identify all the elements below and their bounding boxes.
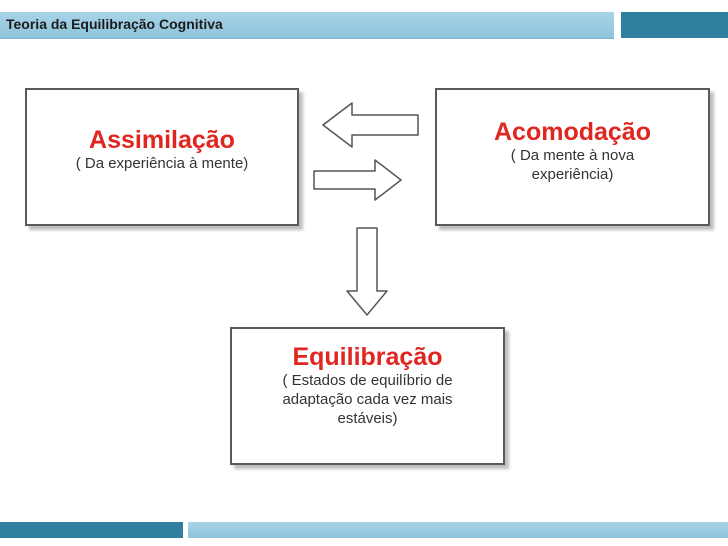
equilibracao-description-line-2: adaptação cada vez mais (282, 391, 453, 408)
assimilacao-heading: Assimilação (89, 126, 235, 154)
title-accent-bar (621, 12, 728, 38)
assimilacao-box: Assimilação ( Da experiência à mente) (25, 88, 299, 226)
assimilacao-description: ( Da experiência à mente) (75, 155, 249, 172)
acomodacao-description-line-1: ( Da mente à nova (510, 147, 635, 164)
footer-accent-bar (0, 522, 183, 538)
acomodacao-description-line-2: experiência) (531, 166, 614, 183)
equilibracao-description-line-3: estáveis) (337, 410, 398, 427)
equilibracao-box: Equilibração ( Estados de equilíbrio de … (230, 327, 505, 465)
acomodacao-heading: Acomodação (494, 118, 651, 146)
acomodacao-box: Acomodação ( Da mente à nova experiência… (435, 88, 710, 226)
equilibracao-description-line-1: ( Estados de equilíbrio de (282, 372, 453, 389)
equilibracao-heading: Equilibração (292, 343, 443, 371)
arrow-right-icon (313, 159, 402, 201)
footer-band (188, 522, 728, 538)
slide-title-bar: Teoria da Equilibração Cognitiva (0, 12, 614, 39)
slide-title: Teoria da Equilibração Cognitiva (6, 16, 223, 32)
arrow-down-icon (346, 227, 388, 316)
arrow-left-icon (322, 102, 419, 148)
